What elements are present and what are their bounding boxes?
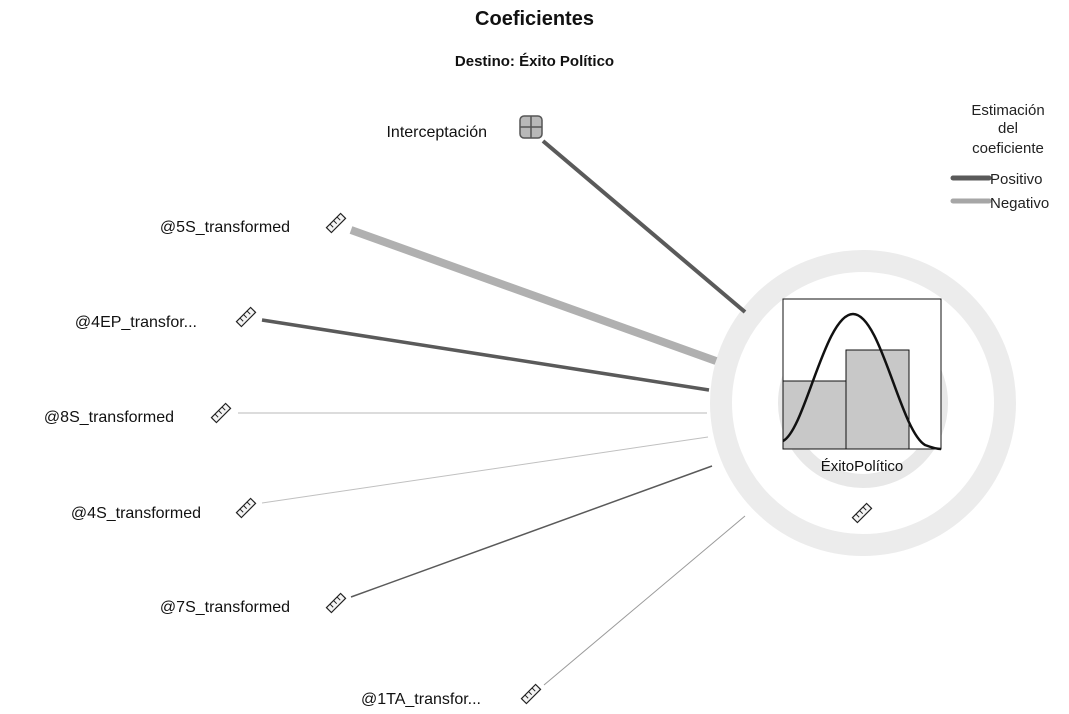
predictor-label[interactable]: @7S_transformed	[160, 599, 290, 616]
predictor-label[interactable]: @1TA_transfor...	[361, 691, 481, 708]
legend-label-positive: Positivo	[990, 171, 1043, 188]
grid-icon	[519, 115, 543, 139]
coefficient-edge[interactable]	[350, 465, 713, 598]
legend-label-negative: Negativo	[990, 195, 1049, 212]
legend: Estimación del coeficiente Positivo Nega…	[950, 102, 1049, 212]
legend-title-line: coeficiente	[972, 140, 1044, 157]
coefficient-edge[interactable]	[541, 139, 747, 314]
histogram-bar	[782, 380, 847, 450]
ruler-icon	[851, 502, 873, 524]
coefficient-edge[interactable]	[349, 226, 718, 365]
coefficient-edge[interactable]	[543, 515, 746, 686]
legend-title-line: Estimación	[971, 102, 1044, 119]
ruler-icon	[325, 592, 347, 614]
ruler-icon	[325, 212, 347, 234]
page-subtitle: Destino: Éxito Político	[454, 53, 615, 70]
coefficient-edge[interactable]	[261, 318, 710, 392]
legend-title-line: del	[998, 120, 1018, 137]
target-outer-ring	[710, 250, 1016, 556]
ruler-icon	[520, 683, 542, 705]
predictor-label[interactable]: @5S_transformed	[160, 219, 290, 236]
ruler-icon	[210, 402, 232, 424]
predictor-label[interactable]: @8S_transformed	[44, 409, 174, 426]
target-distribution-chart[interactable]: ÉxitoPolítico	[782, 298, 942, 475]
coefficient-edge[interactable]	[261, 436, 709, 504]
predictor-label[interactable]: @4S_transformed	[71, 505, 201, 522]
page-title: Coeficientes	[475, 8, 594, 30]
ruler-icon	[235, 306, 257, 328]
ruler-icon	[235, 497, 257, 519]
predictor-label[interactable]: @4EP_transfor...	[75, 314, 197, 331]
predictor-label[interactable]: Interceptación	[386, 124, 487, 141]
target-label: ÉxitoPolítico	[821, 458, 904, 475]
normal-curve	[782, 312, 942, 451]
